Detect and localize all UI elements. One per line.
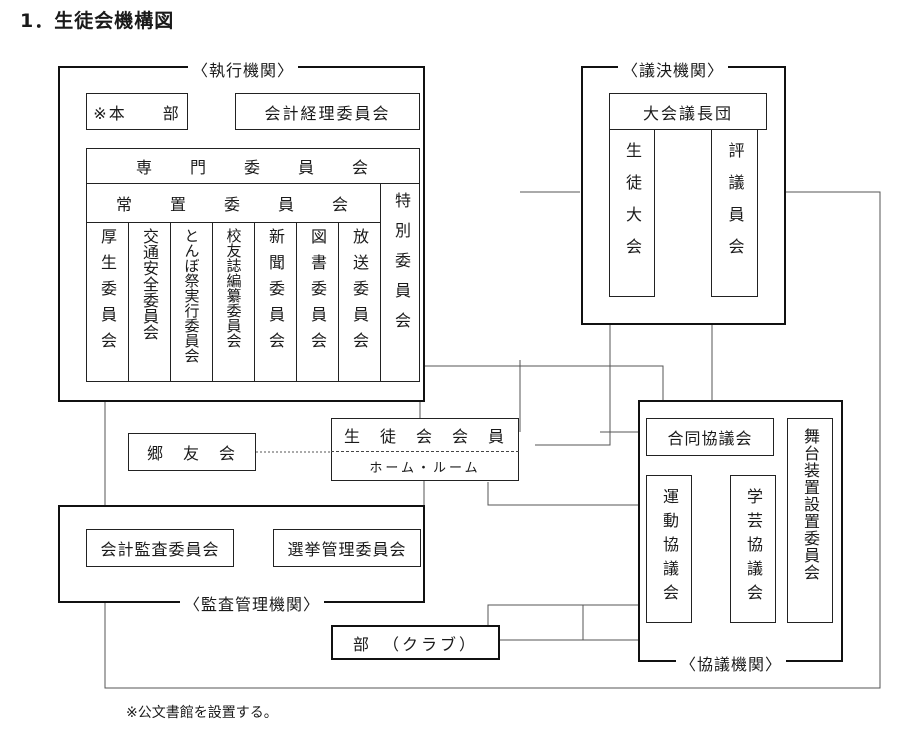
- committee-label: 図書委員会: [308, 228, 327, 358]
- committee-divider: [212, 222, 213, 382]
- hyogiin-label: 評議員会: [725, 142, 745, 270]
- members-divider: [331, 451, 519, 452]
- honbu-label: ※本 部: [93, 103, 181, 123]
- undo-label: 運動協議会: [660, 488, 679, 608]
- committee-divider: [296, 222, 297, 382]
- gakugei-box: [730, 475, 776, 623]
- kansa-label: 会計監査委員会: [100, 540, 220, 559]
- godo-label: 合同協議会: [667, 429, 753, 448]
- committee-label: とんぼ祭実行委員会: [182, 228, 201, 363]
- kansa-box: [86, 529, 234, 567]
- seito-taikai-label: 生徒大会: [623, 142, 642, 270]
- footnote: ※公文書館を設置する。: [126, 705, 278, 721]
- godo-box: [646, 418, 774, 456]
- club-label: 部 （クラブ）: [352, 634, 478, 654]
- seito-taikai-box: [609, 129, 655, 297]
- kyoyukai-label: 郷 友 会: [146, 444, 237, 463]
- kaikei-label: 会計経理委員会: [264, 103, 391, 123]
- members-top-label: 生 徒 会 会 員: [343, 426, 506, 446]
- members-bottom-label: ホーム・ルーム: [369, 461, 481, 476]
- members-box: [331, 418, 519, 481]
- tokubetsu-divider: [380, 183, 381, 382]
- committee-label: 厚生委員会: [98, 228, 117, 358]
- committee-label: 交通安全委員会: [140, 228, 159, 340]
- committee-divider: [128, 222, 129, 382]
- committee-label: 新聞委員会: [266, 228, 285, 358]
- committee-label: 校友誌編纂委員会: [224, 228, 243, 348]
- senmon-box: [86, 148, 420, 382]
- jochi-label: 常 置 委 員 会: [115, 195, 350, 214]
- butai-box: [787, 418, 833, 623]
- hyogiin-box: [711, 129, 758, 297]
- committee-divider: [170, 222, 171, 382]
- senmon-label: 専 門 委 員 会: [135, 157, 370, 177]
- committee-label: 放送委員会: [350, 228, 369, 358]
- tokubetsu-label: 特別委員会: [392, 192, 411, 342]
- audit-label: 〈監査管理機関〉: [180, 591, 325, 615]
- gicho-label: 大会議長団: [642, 103, 733, 123]
- council-label: 〈協議機関〉: [676, 651, 787, 675]
- senkyo-label: 選挙管理委員会: [287, 540, 407, 559]
- senmon-divider: [86, 183, 420, 184]
- gicho-box: [609, 93, 767, 130]
- jochi-divider: [86, 222, 380, 223]
- committee-divider: [338, 222, 339, 382]
- page-title: 1．生徒会機構図: [20, 10, 175, 32]
- undo-box: [646, 475, 692, 623]
- legislative-label: 〈議決機関〉: [618, 57, 729, 81]
- kaikei-box: [235, 93, 420, 130]
- executive-label: 〈執行機関〉: [188, 57, 299, 81]
- gakugei-label: 学芸協議会: [744, 488, 763, 608]
- kyoyukai-box: [128, 433, 256, 471]
- butai-label: 舞台装置設置委員会: [801, 428, 820, 581]
- honbu-box: [86, 93, 188, 130]
- club-frame: [331, 625, 500, 660]
- senkyo-box: [273, 529, 421, 567]
- committee-divider: [254, 222, 255, 382]
